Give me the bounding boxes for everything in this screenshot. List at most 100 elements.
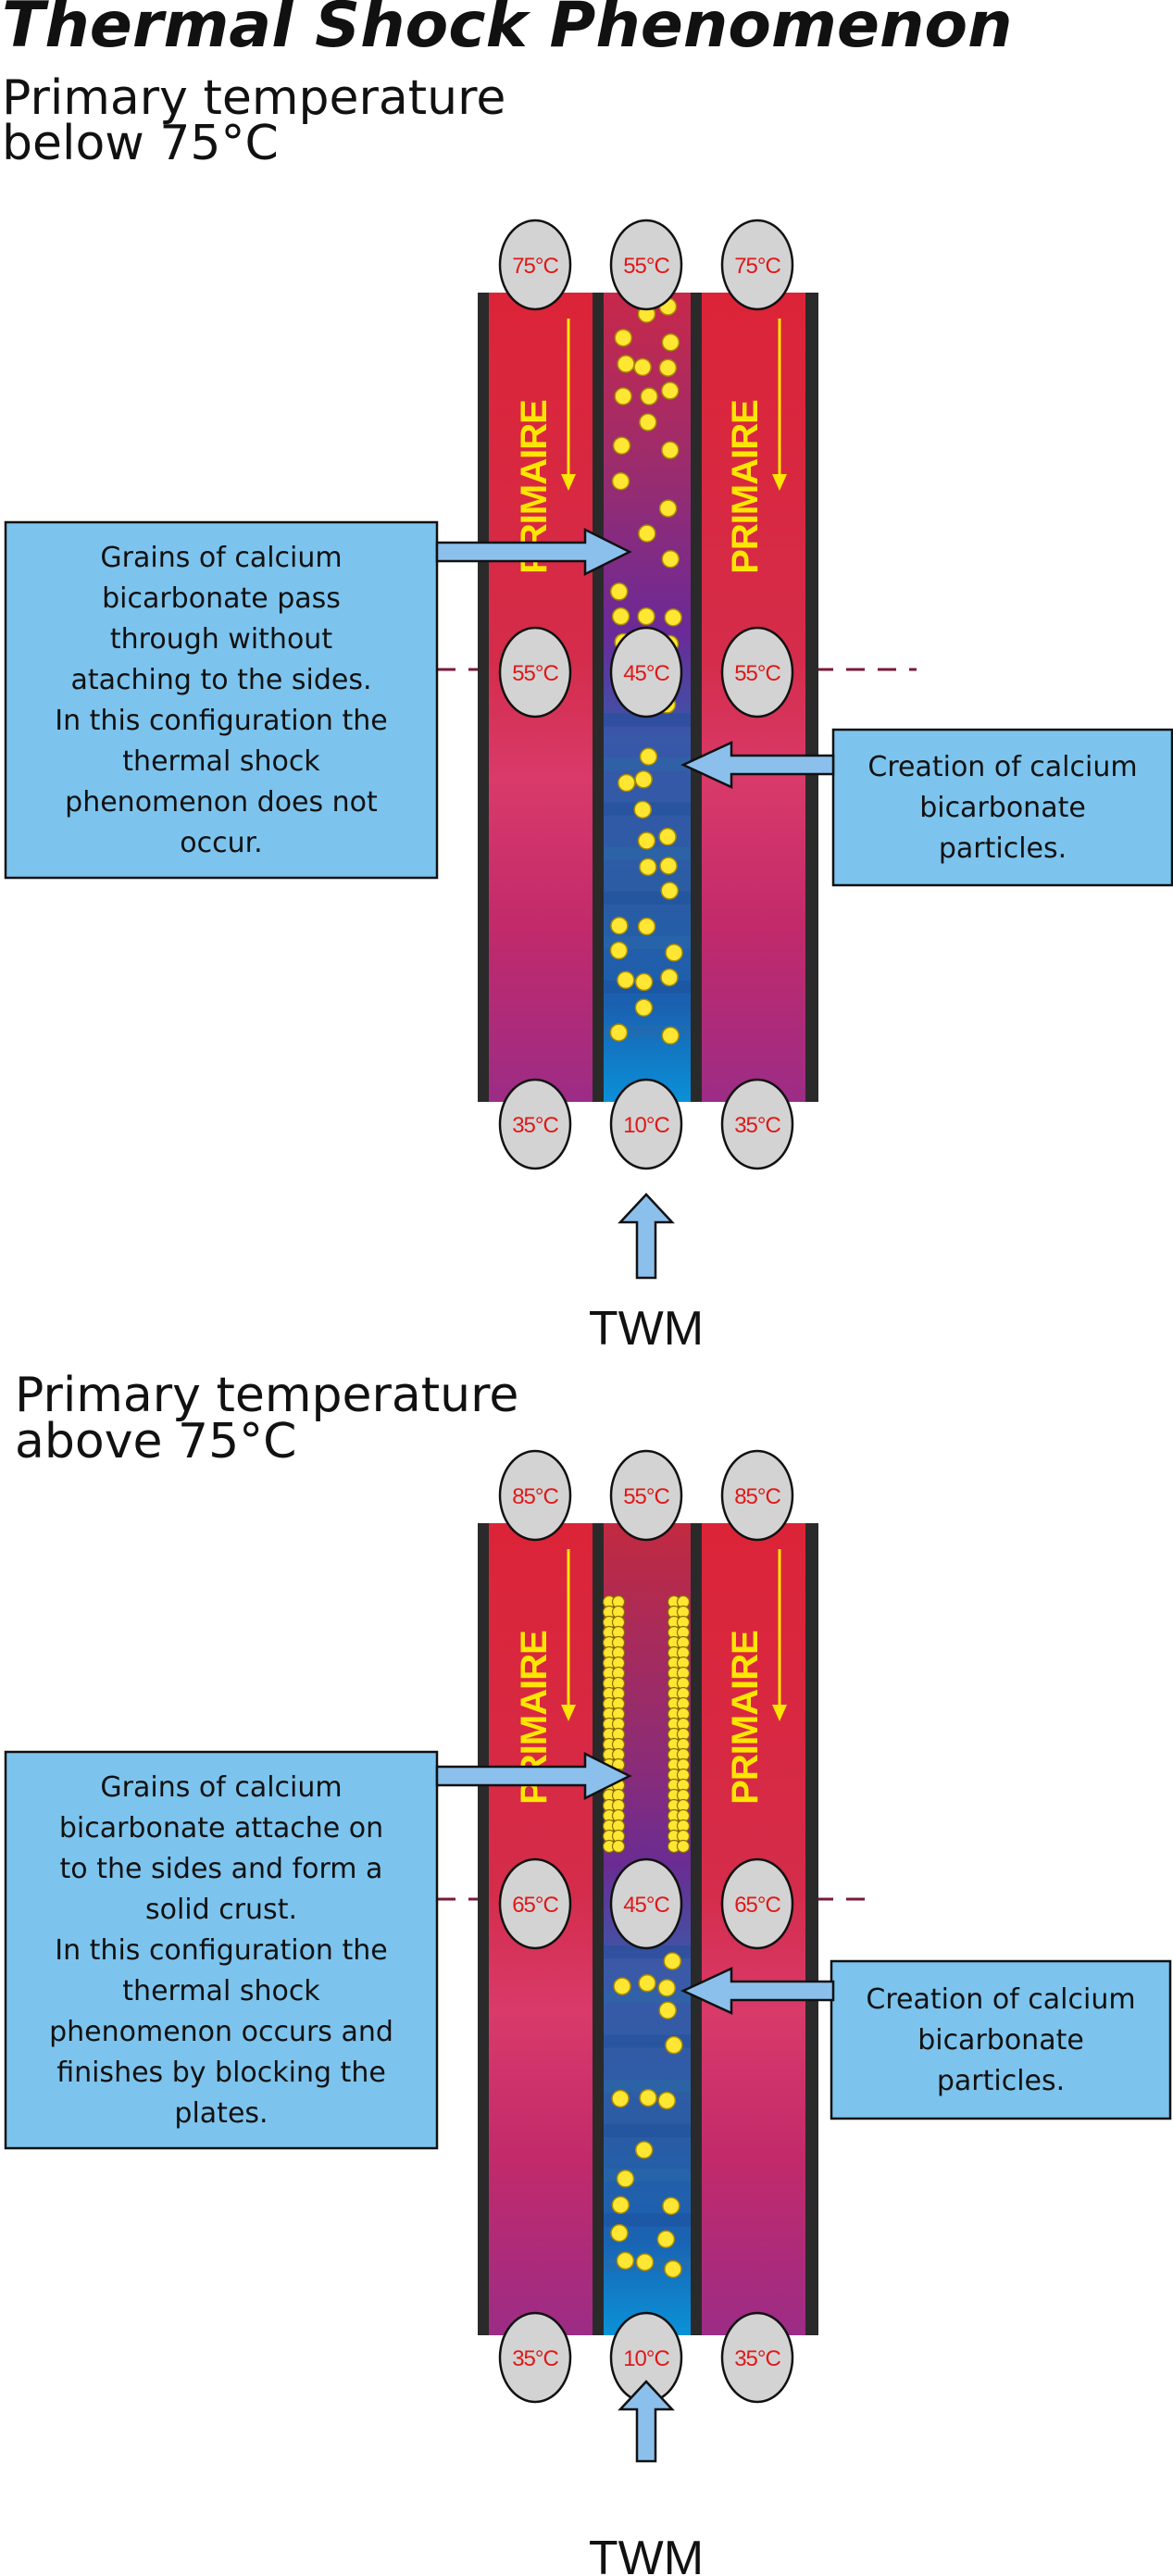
particle [610,917,629,935]
particle [616,2251,635,2270]
temperature-value: 35°C [512,2346,558,2371]
left-callout-line: solid crust. [145,1894,297,1926]
section-heading-line: above 75°C [15,1414,296,1469]
particle [637,606,655,626]
left-callout-line: finishes by blocking the [56,2057,386,2089]
temperature-marker-icon: 35°C [498,1078,572,1170]
flow-up-arrow-icon [618,1193,675,1280]
temperature-marker-icon: 65°C [720,1857,794,1950]
right-callout-line: Creation of calcium [866,1983,1135,2016]
temperature-value: 10°C [623,2346,669,2371]
particle [634,770,653,789]
callout-arrow-icon [680,1967,835,2015]
particle [639,413,657,431]
particle [611,2089,630,2108]
left-callout-line: In this configuration the [55,1934,387,1967]
particle [610,2223,629,2243]
particle [614,329,632,347]
callout-arrow-icon [680,741,835,789]
left-callout-line: In this configuration the [55,705,387,737]
temperature-marker-icon: 55°C [498,626,572,719]
particle [659,857,678,875]
channel-band [602,2079,691,2093]
temperature-value: 35°C [734,2346,780,2371]
temperature-marker-icon: 55°C [609,219,683,311]
right-callout-line: particles. [937,2065,1065,2097]
inlet-label: TWM [589,2532,704,2576]
particle [657,2091,677,2110]
particle [637,917,656,936]
left-callout-line: thermal shock [122,745,320,778]
primaire-arrow-right-head [772,474,787,491]
particle [609,582,629,601]
primaire-arrow-right-head [772,1705,787,1721]
primaire-arrow-left-head [561,474,576,491]
temperature-marker-icon: 10°C [609,2311,683,2404]
particle [633,357,652,377]
left-callout-line: Grains of calcium [100,542,342,574]
temperature-value: 35°C [734,1113,780,1138]
temperature-marker-body [720,626,794,719]
temperature-marker-icon: 10°C [609,1078,683,1170]
particle [661,381,680,400]
section-heading-line: Primary temperature [15,1368,518,1423]
temperature-marker-body [720,219,794,311]
left-callout-line: through without [110,623,332,656]
temperature-marker-body [498,1449,572,1542]
plate-wall [815,1523,818,2335]
particle [657,1979,677,1997]
temperature-marker-icon: 45°C [609,1857,683,1950]
right-callout-box [830,1959,1172,2120]
temperature-value: 55°C [734,661,780,686]
plate-wall [478,293,489,1102]
temperature-marker-icon: 35°C [498,2311,572,2404]
particle [611,2195,630,2215]
callout-arrow-icon [435,527,632,577]
left-callout-line: phenomenon occurs and [49,2016,393,2048]
temperature-value: 55°C [512,661,558,686]
right-callout-box [831,728,1173,887]
temperature-marker-body [498,626,572,719]
plate-wall [691,1523,702,2335]
left-callout-line: occur. [180,827,262,859]
particle [611,471,630,491]
temperature-value: 55°C [623,254,669,279]
temperature-marker-body [609,1449,683,1542]
temperature-value: 35°C [512,1113,558,1138]
particle [613,1977,631,1995]
left-callout-line: bicarbonate pass [102,582,341,615]
particle [639,857,657,877]
left-callout-line: phenomenon does not [65,786,378,819]
temperature-marker-body [609,219,683,311]
section-heading-line: below 75°C [2,116,279,171]
particle [617,970,635,990]
temperature-marker-body [609,1857,683,1950]
temperature-value: 45°C [623,1893,669,1918]
temperature-marker-body [720,2311,794,2404]
left-callout-line: plates. [174,2097,268,2130]
primaire-label-right: PRIMAIRE [725,1631,766,1805]
plate-wall [593,1523,604,2335]
plate-wall [478,1523,489,2335]
particle [664,2259,682,2279]
particle [660,968,679,987]
particle [609,1023,629,1042]
channel-band [602,713,691,727]
temperature-value: 75°C [734,254,780,279]
left-callout-line: to the sides and form a [60,1853,383,1885]
temperature-value: 75°C [512,254,558,279]
particle [612,436,631,456]
temperature-marker-body [609,626,683,719]
particle [662,2196,680,2216]
particle [609,941,629,960]
temperature-value: 10°C [623,1113,669,1138]
primaire-arrow-left-head [561,1705,576,1721]
plate-wall [691,293,702,1102]
flow-up-arrow-icon [618,2380,675,2463]
channel-band [602,846,691,860]
plate-wall [593,293,604,1102]
left-callout-box [4,1750,439,2150]
particle [658,358,678,377]
temperature-marker-body [720,1078,794,1170]
left-callout-line: Grains of calcium [100,1771,342,1804]
